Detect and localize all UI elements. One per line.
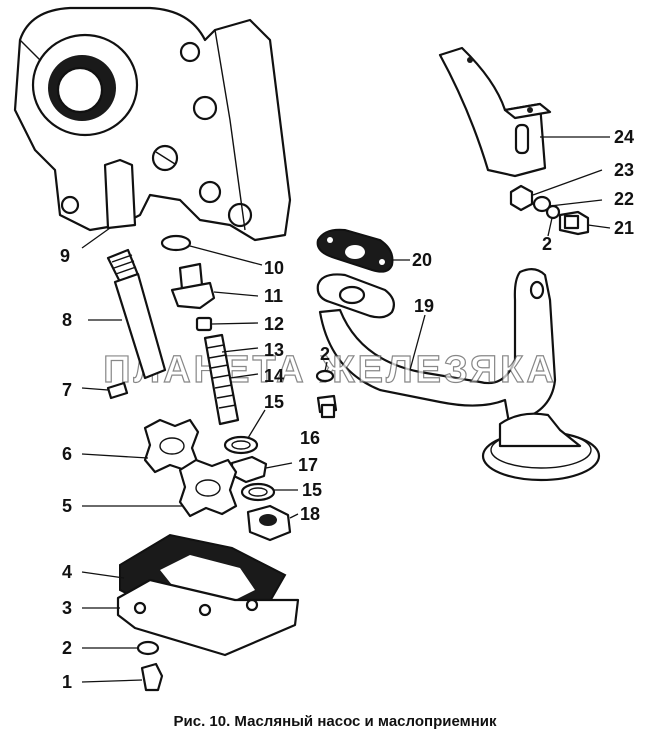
pump-driven-gear [178,458,238,518]
figure-caption: Рис. 10. Масляный насос и маслоприемник [173,713,497,730]
callout-2-bottom: 2 [62,638,72,658]
callout-2-mid: 2 [320,344,330,364]
oil-pickup-pipe [316,268,601,482]
callout-11: 11 [264,286,283,306]
shaft-pin [106,381,129,400]
callout-21: 21 [614,218,634,238]
pump-drive-shaft [106,248,167,380]
pump-stud-bolt [203,333,240,426]
callout-24: 24 [614,127,634,147]
callout-9: 9 [60,246,70,266]
callout-14: 14 [264,366,284,386]
callout-13: 13 [264,340,284,360]
callout-6: 6 [62,444,72,464]
callout-10: 10 [264,258,284,278]
callout-7: 7 [62,380,72,400]
bracket-fasteners [509,184,590,236]
engine-block-housing [13,6,292,242]
callout-16: 16 [300,428,320,448]
callout-23: 23 [614,160,634,180]
pump-washers [223,435,292,542]
callout-17: 17 [298,455,318,475]
oil-pickup-bracket [438,46,552,178]
callout-1: 1 [62,672,72,692]
callout-18: 18 [300,504,320,524]
pump-cover [116,578,300,657]
leader-lines [81,136,611,683]
pickup-gasket [316,228,394,273]
callout-3: 3 [62,598,72,618]
callout-labels: 9 10 11 12 13 14 15 17 15 18 16 2 8 7 6 … [60,127,634,692]
callout-4: 4 [62,562,72,582]
callout-2-right: 2 [542,234,552,254]
pipe-bolt [315,369,338,419]
cover-bolt [140,662,164,692]
callout-5: 5 [62,496,72,516]
pump-seal-ring [160,234,192,252]
callout-12: 12 [264,314,284,334]
callout-8: 8 [62,310,72,330]
callout-19: 19 [414,296,434,316]
pump-sleeve [195,316,213,332]
callout-15-upper: 15 [264,392,284,412]
callout-20: 20 [412,250,432,270]
callout-22: 22 [614,189,634,209]
watermark: ПЛАНЕТА ЖЕЛЕЗЯКА [103,349,557,391]
cover-washer [136,640,160,656]
pump-fitting [170,262,216,310]
callout-15-lower: 15 [302,480,322,500]
